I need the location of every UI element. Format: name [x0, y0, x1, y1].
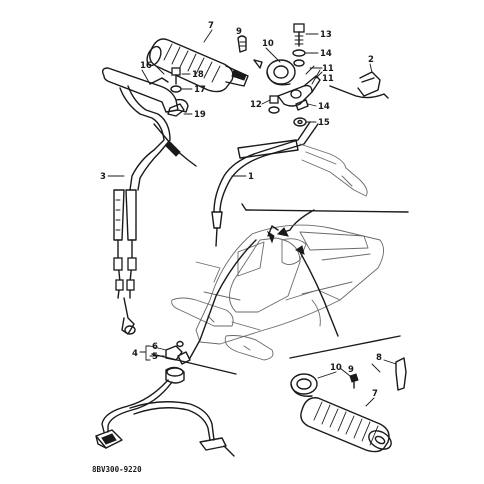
- snowmobile-outline: [171, 224, 384, 361]
- kill-switch-cable: [95, 379, 235, 457]
- callout-9-bottom: 9: [348, 365, 354, 375]
- throttle-grip-top: [146, 38, 249, 93]
- callout-5: 5: [152, 352, 158, 362]
- callout-19: 19: [194, 110, 206, 120]
- handlebar-outline: [299, 143, 368, 197]
- brake-lever-16: [101, 67, 189, 113]
- callout-4: 4: [132, 349, 138, 359]
- lower-left-bracket: [151, 353, 237, 375]
- small-hardware: [261, 95, 317, 127]
- callout-12: 12: [250, 100, 262, 110]
- callout-3: 3: [100, 172, 106, 182]
- brake-cable-3: [107, 85, 197, 335]
- pointer-lines: [189, 225, 339, 359]
- callout-15: 15: [318, 118, 330, 128]
- callout-16: 16: [140, 61, 152, 71]
- callout-1: 1: [248, 172, 254, 182]
- clip-8: [383, 357, 407, 391]
- callout-8: 8: [376, 353, 382, 363]
- throttle-grip-bottom: [300, 397, 392, 453]
- callout-11-b: 11: [322, 74, 334, 84]
- throttle-cable-1: [211, 121, 319, 247]
- callout-labels: 7 9 10 13 14 11 11 2 16 18 17 19 12 14 1…: [100, 21, 382, 399]
- callout-18: 18: [192, 70, 204, 80]
- throttle-housing-top: [253, 47, 296, 86]
- callout-7-bottom: 7: [372, 389, 378, 399]
- kill-switch-assembly: [139, 340, 191, 384]
- callout-14-mid: 14: [318, 102, 330, 112]
- callout-7-top: 7: [208, 21, 214, 31]
- callout-14-top: 14: [320, 49, 332, 59]
- bolt-13: [292, 23, 319, 67]
- callout-6: 6: [152, 342, 158, 352]
- callout-2: 2: [368, 55, 374, 65]
- callout-11-a: 11: [322, 64, 334, 74]
- clip-2: [329, 63, 389, 99]
- top-bracket: [241, 203, 409, 237]
- throttle-housing-bottom: [290, 367, 359, 397]
- throttle-lever-11: [277, 65, 323, 107]
- callout-10-bottom: 10: [330, 363, 342, 373]
- lower-right-bracket: [289, 335, 401, 359]
- part-code: 8BV300-9220: [92, 465, 142, 474]
- callout-13: 13: [320, 30, 332, 40]
- callout-17: 17: [194, 85, 206, 95]
- lever-hardware: [167, 67, 193, 117]
- leader-lines: [155, 29, 381, 407]
- screw-9-top: [237, 35, 247, 53]
- callout-10-top: 10: [262, 39, 274, 49]
- callout-9-top: 9: [236, 27, 242, 37]
